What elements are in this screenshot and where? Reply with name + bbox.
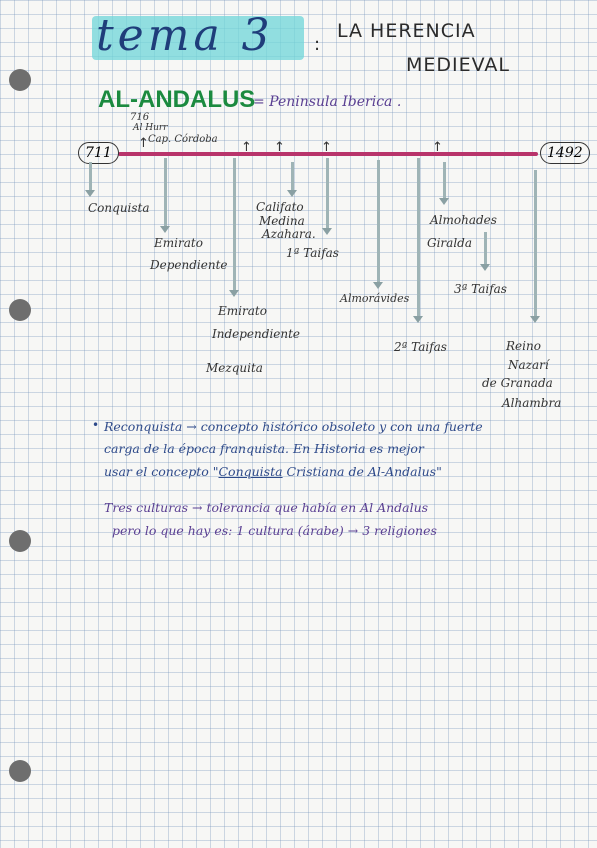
binder-hole <box>9 69 31 91</box>
event-arrow <box>417 158 420 316</box>
title-line-2: MEDIEVAL <box>406 54 511 76</box>
arrow-down-icon <box>439 198 449 205</box>
timeline-start-label: 711 <box>78 142 119 164</box>
section-heading: AL-ANDALUS <box>98 86 256 113</box>
section-subtitle: = Peninsula Iberica . <box>253 94 402 110</box>
arrow-down-icon <box>373 282 383 289</box>
timeline-bar <box>118 152 538 156</box>
event-conquista: Conquista <box>88 201 150 215</box>
event-segundas-taifas: 2ª Taifas <box>394 340 447 354</box>
event-emirato-independiente-line1: Emirato <box>218 304 267 318</box>
note-line-2: carga de la época franquista. En Histori… <box>104 441 424 456</box>
event-arrow <box>484 232 487 264</box>
arrow-up-icon: ↑ <box>432 140 443 155</box>
event-primeras-taifas: 1ª Taifas <box>286 246 339 260</box>
arrow-up-icon: ↑ <box>274 140 285 155</box>
event-arrow <box>377 160 380 282</box>
note-line-3: usar el concepto "Conquista Cristiana de… <box>104 464 442 479</box>
event-almohades-line1: Almohades <box>430 213 497 227</box>
arrow-up-icon: ↑ <box>321 140 332 155</box>
arrow-down-icon <box>413 316 423 323</box>
arrow-down-icon <box>85 190 95 197</box>
arrow-down-icon <box>160 226 170 233</box>
note-al-hurr: Al Hurr <box>133 123 168 133</box>
note-line-1: Reconquista → concepto histórico obsolet… <box>104 419 483 434</box>
event-emirato-dependiente-line2: Dependiente <box>150 258 228 272</box>
bullet-icon: • <box>92 418 100 432</box>
note-line-3-start: usar el concepto " <box>104 464 219 479</box>
event-arrow <box>534 170 537 316</box>
event-califato-line3: Azahara. <box>262 227 316 241</box>
event-mezquita: Mezquita <box>206 361 263 375</box>
event-arrow <box>89 162 92 190</box>
event-almohades-line2: Giralda <box>427 236 472 250</box>
event-reino-nazari-line4: Alhambra <box>502 396 562 410</box>
arrow-down-icon <box>530 316 540 323</box>
event-arrow <box>326 158 329 228</box>
title-highlight <box>92 16 304 60</box>
event-arrow <box>233 158 236 290</box>
tema-title: tema 3 <box>96 10 274 61</box>
event-reino-nazari-line3: de Granada <box>482 376 553 390</box>
note-716: 716 <box>130 112 150 123</box>
note-line-4: Tres culturas → tolerancia que había en … <box>104 500 429 515</box>
event-arrow <box>291 162 294 190</box>
note-line-3-end: Cristiana de Al-Andalus" <box>282 464 442 479</box>
binder-hole <box>9 530 31 552</box>
arrow-up-icon: ↑ <box>241 140 252 155</box>
event-terceras-taifas: 3ª Taifas <box>454 282 507 296</box>
event-emirato-dependiente-line1: Emirato <box>154 236 203 250</box>
title-separator: : <box>314 34 321 55</box>
event-almoravides: Almorávides <box>340 292 410 305</box>
arrow-down-icon <box>480 264 490 271</box>
binder-hole <box>9 299 31 321</box>
arrow-down-icon <box>287 190 297 197</box>
event-arrow <box>443 162 446 198</box>
arrow-down-icon <box>229 290 239 297</box>
note-capital-cordoba: Cap. Córdoba <box>148 134 218 145</box>
event-califato-line2: Medina <box>259 214 305 228</box>
event-reino-nazari-line2: Nazarí <box>508 358 549 372</box>
event-emirato-independiente-line2: Independiente <box>212 327 301 341</box>
note-line-5: pero lo que hay es: 1 cultura (árabe) → … <box>112 523 437 538</box>
note-line-3-highlight: Conquista <box>218 464 283 479</box>
title-line-1: LA HERENCIA <box>337 20 476 42</box>
timeline-end-label: 1492 <box>540 142 590 164</box>
binder-hole <box>9 760 31 782</box>
arrow-up-icon: ↑ <box>138 136 149 151</box>
arrow-down-icon <box>322 228 332 235</box>
event-califato-line1: Califato <box>256 200 304 214</box>
event-reino-nazari-line1: Reino <box>506 339 541 353</box>
event-arrow <box>164 158 167 226</box>
